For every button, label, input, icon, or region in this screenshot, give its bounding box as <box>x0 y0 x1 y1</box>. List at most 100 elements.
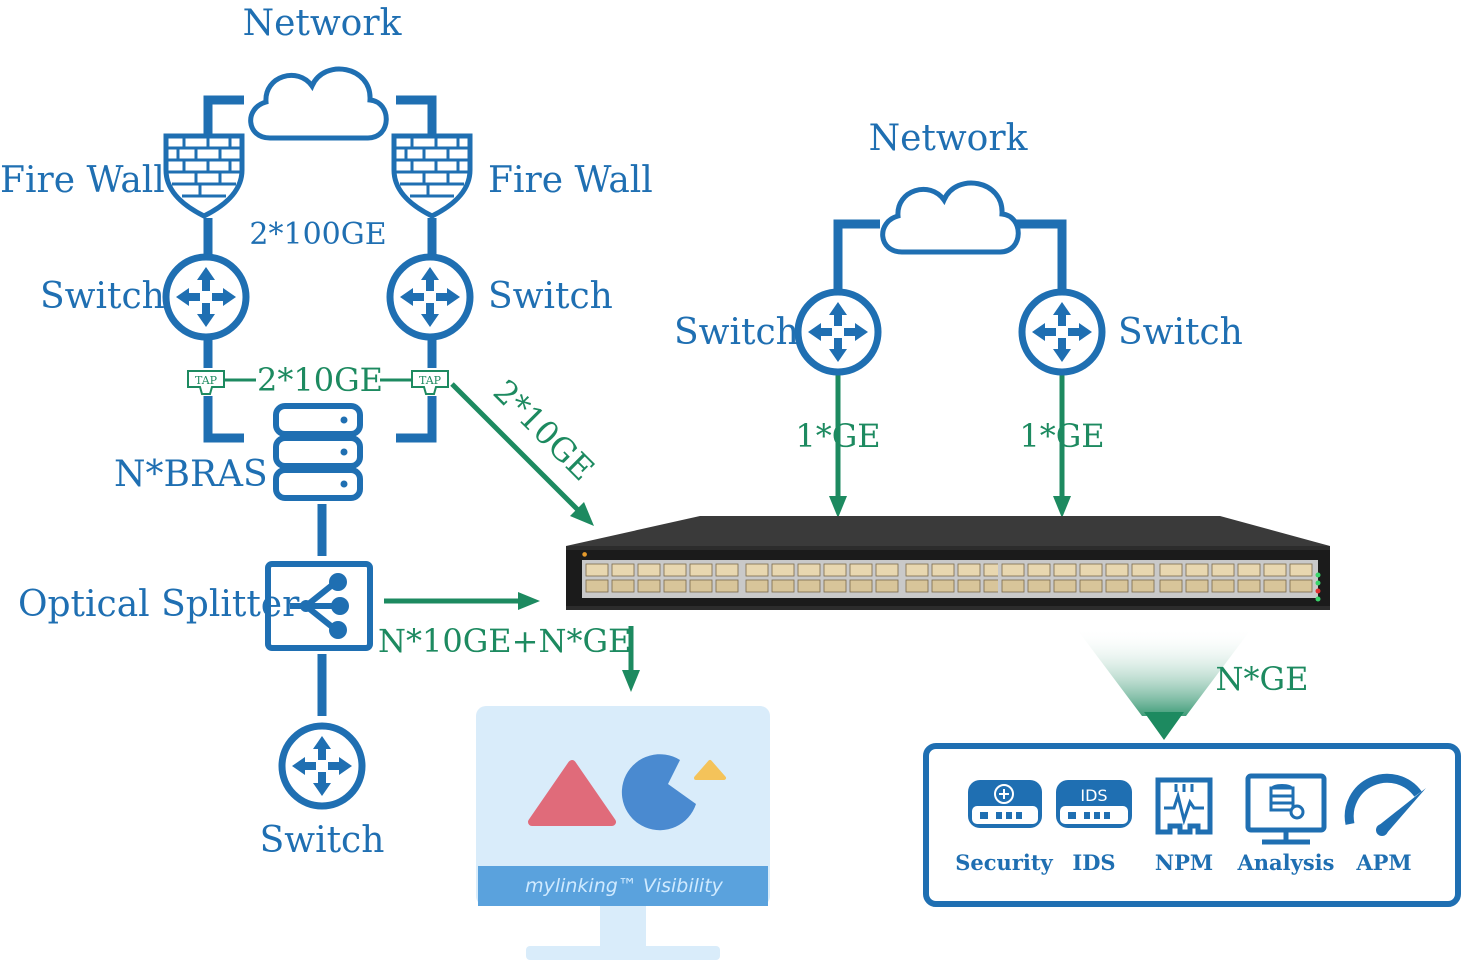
sfp-port <box>849 563 873 577</box>
tool-label-ids: IDS <box>1072 850 1115 875</box>
link-100ge-label: 2*100GE <box>249 217 386 252</box>
packet-broker-device: ● <box>566 516 1330 610</box>
visibility-monitor: mylinking™ Visibility <box>476 706 770 960</box>
optical-splitter-icon <box>265 561 373 651</box>
switch-icon-mid-right <box>1022 292 1102 372</box>
sfp-port <box>957 563 981 577</box>
sfp-port <box>715 563 739 577</box>
sfp-port <box>1237 579 1261 593</box>
link-10ge-diag-label: 2*10GE <box>486 372 602 488</box>
sfp-port <box>585 579 609 593</box>
sfp-port <box>611 563 635 577</box>
sfp-port <box>875 579 899 593</box>
sfp-port <box>1001 563 1025 577</box>
sfp-port <box>849 579 873 593</box>
splitter-label: Optical Splitter <box>18 584 300 625</box>
analysis-icon <box>1245 773 1327 845</box>
tool-label-analysis: Analysis <box>1237 850 1335 875</box>
sfp-port <box>689 563 713 577</box>
bras-label: N*BRAS <box>114 454 268 495</box>
sfp-port <box>905 579 929 593</box>
sfp-port <box>905 563 929 577</box>
link-ge-left-label: 1*GE <box>795 417 880 455</box>
monitor-brand-text: mylinking™ Visibility <box>525 875 724 897</box>
sfp-port <box>931 579 955 593</box>
green-links <box>384 374 1071 692</box>
tool-label-npm: NPM <box>1155 850 1213 875</box>
sfp-port <box>1079 579 1103 593</box>
sfp-port <box>797 579 821 593</box>
sfp-port <box>1289 563 1313 577</box>
sfp-port <box>1027 563 1051 577</box>
ids-appliance-icon: IDS <box>1056 780 1132 828</box>
sfp-port <box>585 563 609 577</box>
network-label-right: Network <box>869 118 1029 159</box>
switch-label-right: Switch <box>488 276 613 317</box>
link-10ge-pair-label: 2*10GE <box>257 361 383 399</box>
bras-server-icon <box>273 403 363 501</box>
ids-badge: IDS <box>1080 786 1107 805</box>
firewall-icon-right <box>394 136 470 216</box>
sfp-port <box>823 579 847 593</box>
sfp-port <box>771 579 795 593</box>
sfp-port <box>663 563 687 577</box>
sfp-port <box>823 563 847 577</box>
switch-label-mid-right: Switch <box>1118 312 1243 353</box>
switch-icon-bottom <box>282 726 362 806</box>
triangle-icon <box>528 760 616 826</box>
output-beam <box>1076 628 1252 716</box>
switch-label-mid-left: Switch <box>674 312 799 353</box>
apm-gauge-icon <box>1344 773 1426 836</box>
pie-chart-icon <box>621 754 696 831</box>
sfp-port <box>1027 579 1051 593</box>
network-label-left: Network <box>243 3 403 44</box>
sfp-port <box>611 579 635 593</box>
sfp-port <box>663 579 687 593</box>
sfp-port <box>1053 563 1077 577</box>
sfp-port <box>1185 563 1209 577</box>
tap-label-left: TAP <box>195 374 218 387</box>
sfp-port <box>1053 579 1077 593</box>
sfp-port <box>797 563 821 577</box>
firewall-label-right: Fire Wall <box>488 160 653 201</box>
security-appliance-icon <box>968 780 1042 828</box>
sfp-port <box>745 563 769 577</box>
sfp-port <box>637 563 661 577</box>
link-nge-label: N*GE <box>1216 660 1309 698</box>
right-topology-wires <box>833 219 1067 292</box>
tool-label-apm: APM <box>1355 850 1411 875</box>
left-topology-wires <box>203 95 437 716</box>
switch-icon-left <box>166 257 246 337</box>
cloud-icon-left <box>251 69 387 138</box>
sfp-port <box>931 563 955 577</box>
sfp-port <box>1263 563 1287 577</box>
switch-icon-mid-left <box>798 292 878 372</box>
sfp-port <box>1211 563 1235 577</box>
sfp-port <box>745 579 769 593</box>
tool-label-security: Security <box>955 850 1053 875</box>
sfp-port <box>771 563 795 577</box>
sfp-port <box>1131 579 1155 593</box>
sfp-port <box>957 579 981 593</box>
sfp-port <box>715 579 739 593</box>
sfp-port <box>1131 563 1155 577</box>
sfp-port <box>1159 563 1183 577</box>
cloud-icon-right <box>883 183 1019 252</box>
sfp-port <box>1211 579 1235 593</box>
sfp-port <box>1079 563 1103 577</box>
link-mix-label: N*10GE+N*GE <box>378 622 631 660</box>
switch-label-bottom: Switch <box>260 820 385 861</box>
tap-label-right: TAP <box>419 374 442 387</box>
sfp-port <box>689 579 713 593</box>
sfp-port <box>1001 579 1025 593</box>
sfp-port <box>1159 579 1183 593</box>
sfp-port <box>1263 579 1287 593</box>
sfp-port <box>637 579 661 593</box>
npm-icon <box>1155 777 1213 835</box>
switch-icon-right <box>390 257 470 337</box>
link-ge-right-label: 1*GE <box>1019 417 1104 455</box>
firewall-icon-left <box>166 136 242 216</box>
svg-text:●: ● <box>582 551 587 558</box>
sfp-port <box>1105 563 1129 577</box>
